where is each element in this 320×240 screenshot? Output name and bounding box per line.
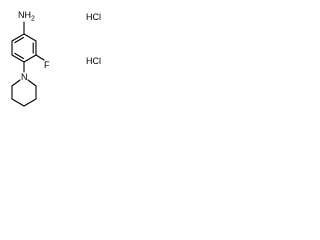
ring-bond-top-right (23, 33, 37, 42)
piperidine-nitrogen-label: N (21, 72, 28, 82)
hcl-label-2: HCl (86, 56, 101, 66)
ring-bond-top-left (11, 33, 25, 42)
piperidine-bond-bottom-right (23, 98, 37, 107)
piperidine-bond-bottom-left (11, 98, 25, 107)
ring-double-bond-top-left (14, 36, 25, 44)
benzene-ring (11, 33, 37, 63)
fluoro-bond (35, 54, 45, 61)
fluoro-label: F (44, 60, 50, 70)
ring-bond-bottom-left (11, 54, 25, 63)
ring-double-bond-bottom-left (14, 52, 25, 60)
chemical-structure: NH2 F N HCl HCl (11, 10, 101, 107)
piperidine-bond-n-left (11, 79, 21, 87)
hcl-label-1: HCl (86, 12, 101, 22)
piperidine-bond-n-right (27, 79, 37, 87)
piperidine-ring (11, 79, 37, 107)
amine-label: NH2 (18, 10, 35, 23)
ring-bond-bottom-right (23, 54, 37, 63)
